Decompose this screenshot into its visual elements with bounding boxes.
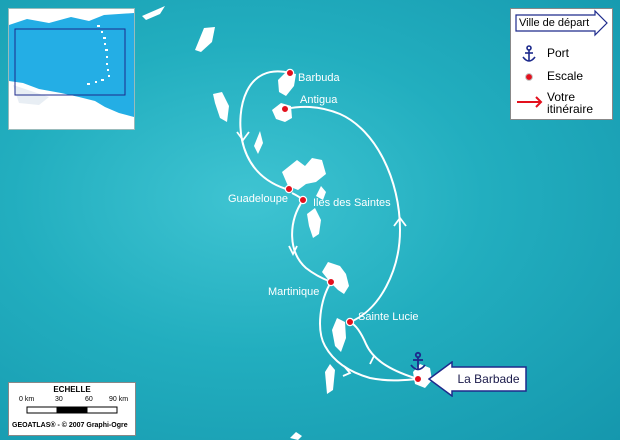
legend-canvas — [515, 9, 608, 108]
route-barbade-saintelucie — [349, 321, 419, 380]
scale-tick: 60 — [85, 396, 93, 403]
inset-land — [9, 81, 134, 129]
callout-la-barbade: La Barbade — [457, 372, 520, 386]
scale-tick: 0 km — [19, 396, 35, 403]
island-barbuda — [278, 72, 296, 96]
route-arrow — [342, 365, 352, 377]
island-shape — [254, 131, 263, 154]
island-martinique — [322, 262, 349, 294]
scale-box: ECHELLE 0 km 30 60 90 km GEOATLAS® - © 2… — [8, 382, 136, 436]
island-antigua — [272, 103, 292, 122]
label-guadeloupe: Guadeloupe — [228, 193, 288, 205]
island-shape — [142, 6, 165, 20]
route-arrow — [288, 245, 298, 257]
departure-callout: La Barbade — [428, 361, 528, 397]
inset-map-canvas — [9, 9, 134, 129]
legend-itinerary: Votre itinéraire — [547, 90, 594, 116]
red-dot-icon — [525, 73, 533, 81]
itinerary-route — [236, 70, 419, 382]
stop-martinique — [326, 277, 336, 287]
stop-iles-des-saintes — [298, 195, 308, 205]
inset-island-chain — [87, 25, 110, 85]
route-saintelucie-antigua — [284, 105, 402, 323]
scale-credit: GEOATLAS® - © 2007 Graphi-Ogre — [12, 422, 128, 429]
inset-view-frame — [14, 28, 126, 96]
scale-bar — [26, 406, 118, 414]
legend-departure: Ville de départ — [519, 17, 590, 29]
departure-arrow-icon — [515, 9, 608, 37]
red-arrow-icon — [517, 96, 543, 108]
island-shape — [316, 186, 326, 200]
route-barbuda-guadeloupe — [239, 70, 291, 190]
island-shape — [195, 27, 215, 52]
stop-barbuda — [285, 68, 295, 78]
anchor-icon — [410, 351, 426, 371]
stop-antigua — [280, 104, 290, 114]
route-arrow — [236, 131, 250, 142]
inset-land — [9, 9, 134, 25]
anchor-icon — [522, 45, 536, 62]
label-martinique: Martinique — [268, 286, 319, 298]
callout-arrow — [428, 361, 527, 397]
route-arrow — [393, 216, 407, 227]
place-labels: Barbuda Antigua Guadeloupe Iles des Sain… — [228, 72, 419, 323]
route-arrow — [369, 354, 382, 365]
legend: Ville de départ Port Escale Votre itinér… — [510, 8, 613, 120]
island-shape — [325, 364, 335, 394]
legend-port: Port — [547, 46, 570, 60]
island-shape — [213, 92, 229, 122]
island-guadeloupe — [282, 158, 326, 190]
island-shape — [307, 208, 321, 238]
label-sainte-lucie: Sainte Lucie — [358, 311, 419, 323]
legend-escale: Escale — [547, 69, 584, 83]
route-guadeloupe-martinique — [291, 192, 332, 283]
stop-la-barbade — [413, 374, 423, 384]
label-iles-des-saintes: Iles des Saintes — [313, 197, 391, 209]
stops — [280, 68, 423, 384]
scale-tick: 90 km — [109, 396, 129, 403]
route-martinique-barbade — [319, 281, 419, 382]
islands — [142, 6, 432, 440]
island-shape — [290, 432, 302, 440]
stop-sainte-lucie — [345, 317, 355, 327]
label-barbuda: Barbuda — [298, 72, 340, 84]
inset-map — [8, 8, 135, 130]
stop-guadeloupe — [284, 184, 294, 194]
label-antigua: Antigua — [300, 94, 338, 106]
scale-tick: 30 — [55, 396, 63, 403]
scale-title: ECHELLE — [53, 385, 91, 394]
island-sainte-lucie — [332, 318, 346, 352]
